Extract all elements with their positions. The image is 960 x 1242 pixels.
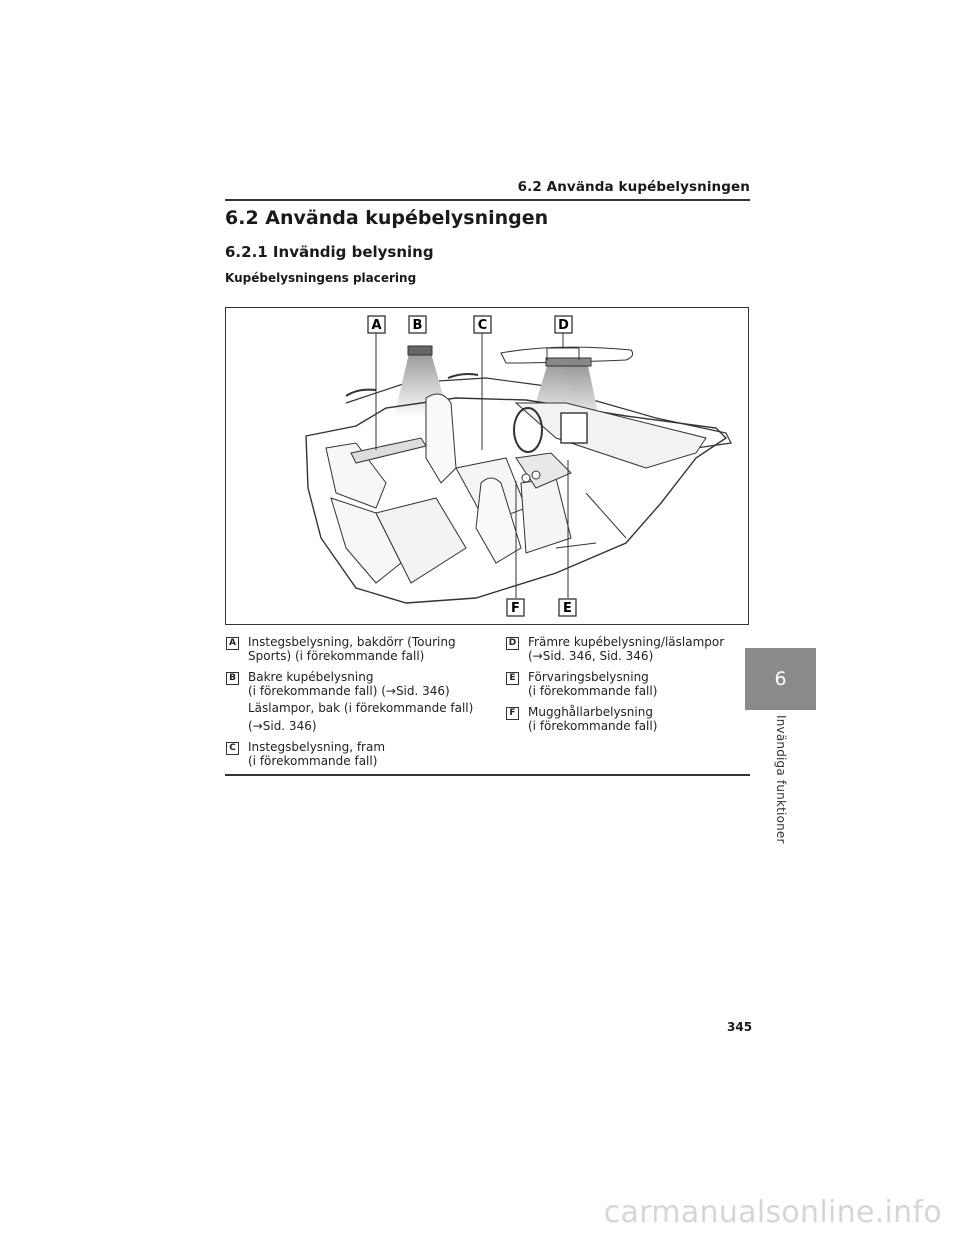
legend-text: (→Sid. 346) (248, 718, 317, 733)
page-number: 345 (727, 1020, 753, 1034)
legend-text: Främre kupébelysning/läslampor (528, 635, 725, 649)
legend-text: Bakre kupébelysning (248, 670, 374, 684)
car-interior-illustration: A B C D E F (305, 315, 732, 617)
legend-item-c: C Instegsbelysning, fram (i förekommande… (226, 740, 481, 768)
section-end-divider (225, 774, 750, 776)
chapter-label: Invändiga funktioner (774, 715, 788, 844)
legend-key-d: D (506, 637, 519, 650)
legend-item-d: D Främre kupébelysning/läslampor (→Sid. … (506, 635, 751, 663)
legend-key-e: E (506, 672, 519, 685)
callout-e: E (558, 598, 577, 617)
legend-text: Mugghållarbelysning (528, 705, 653, 719)
section-title: 6.2 Använda kupébelysningen (225, 207, 549, 229)
legend-text: (i förekommande fall) (248, 753, 378, 768)
legend-item-f: F Mugghållarbelysning (i förekommande fa… (506, 705, 751, 733)
legend-text: Förvaringsbelysning (528, 670, 649, 684)
running-header-title: 6.2 Använda kupébelysningen (517, 179, 750, 195)
interior-lighting-figure: A B C D E F (225, 307, 749, 625)
watermark: carmanualsonline.info (603, 1195, 942, 1230)
svg-text:E: E (563, 601, 572, 616)
svg-text:C: C (478, 318, 488, 333)
legend-text: (i förekommande fall) (528, 718, 658, 733)
legend-left-column: A Instegsbelysning, bakdörr (Touring Spo… (226, 635, 481, 776)
legend-key-a: A (226, 637, 239, 650)
legend-item-a: A Instegsbelysning, bakdörr (Touring Spo… (226, 635, 481, 663)
legend-right-column: D Främre kupébelysning/läslampor (→Sid. … (506, 635, 751, 741)
callout-b: B (408, 315, 427, 334)
callout-a: A (367, 315, 386, 334)
svg-text:D: D (558, 318, 569, 333)
legend-text: Instegsbelysning, fram (248, 740, 386, 754)
legend-item-b: B Bakre kupébelysning (i förekommande fa… (226, 670, 481, 733)
chapter-tab[interactable]: 6 (745, 648, 816, 710)
legend-text: Sports) (i förekommande fall) (248, 648, 425, 663)
subsection-title: 6.2.1 Invändig belysning (225, 243, 434, 261)
svg-text:F: F (511, 601, 520, 616)
legend-key-c: C (226, 742, 239, 755)
legend-key-f: F (506, 707, 519, 720)
header-divider (225, 199, 750, 201)
legend-text: (i förekommande fall) (→Sid. 346) (248, 683, 450, 698)
callout-c: C (473, 315, 492, 334)
svg-text:A: A (371, 318, 381, 333)
legend-text: Instegsbelysning, bakdörr (Touring (248, 635, 456, 649)
legend-text: Läslampor, bak (i förekommande fall) (248, 701, 474, 715)
callout-d: D (554, 315, 573, 334)
legend-text: (i förekommande fall) (528, 683, 658, 698)
legend-key-b: B (226, 672, 239, 685)
legend-text: (→Sid. 346, Sid. 346) (528, 648, 654, 663)
figure-caption: Kupébelysningens placering (225, 271, 417, 285)
callout-f: F (506, 598, 525, 617)
chapter-number: 6 (774, 668, 787, 690)
legend-item-e: E Förvaringsbelysning (i förekommande fa… (506, 670, 751, 698)
svg-text:B: B (413, 318, 423, 333)
